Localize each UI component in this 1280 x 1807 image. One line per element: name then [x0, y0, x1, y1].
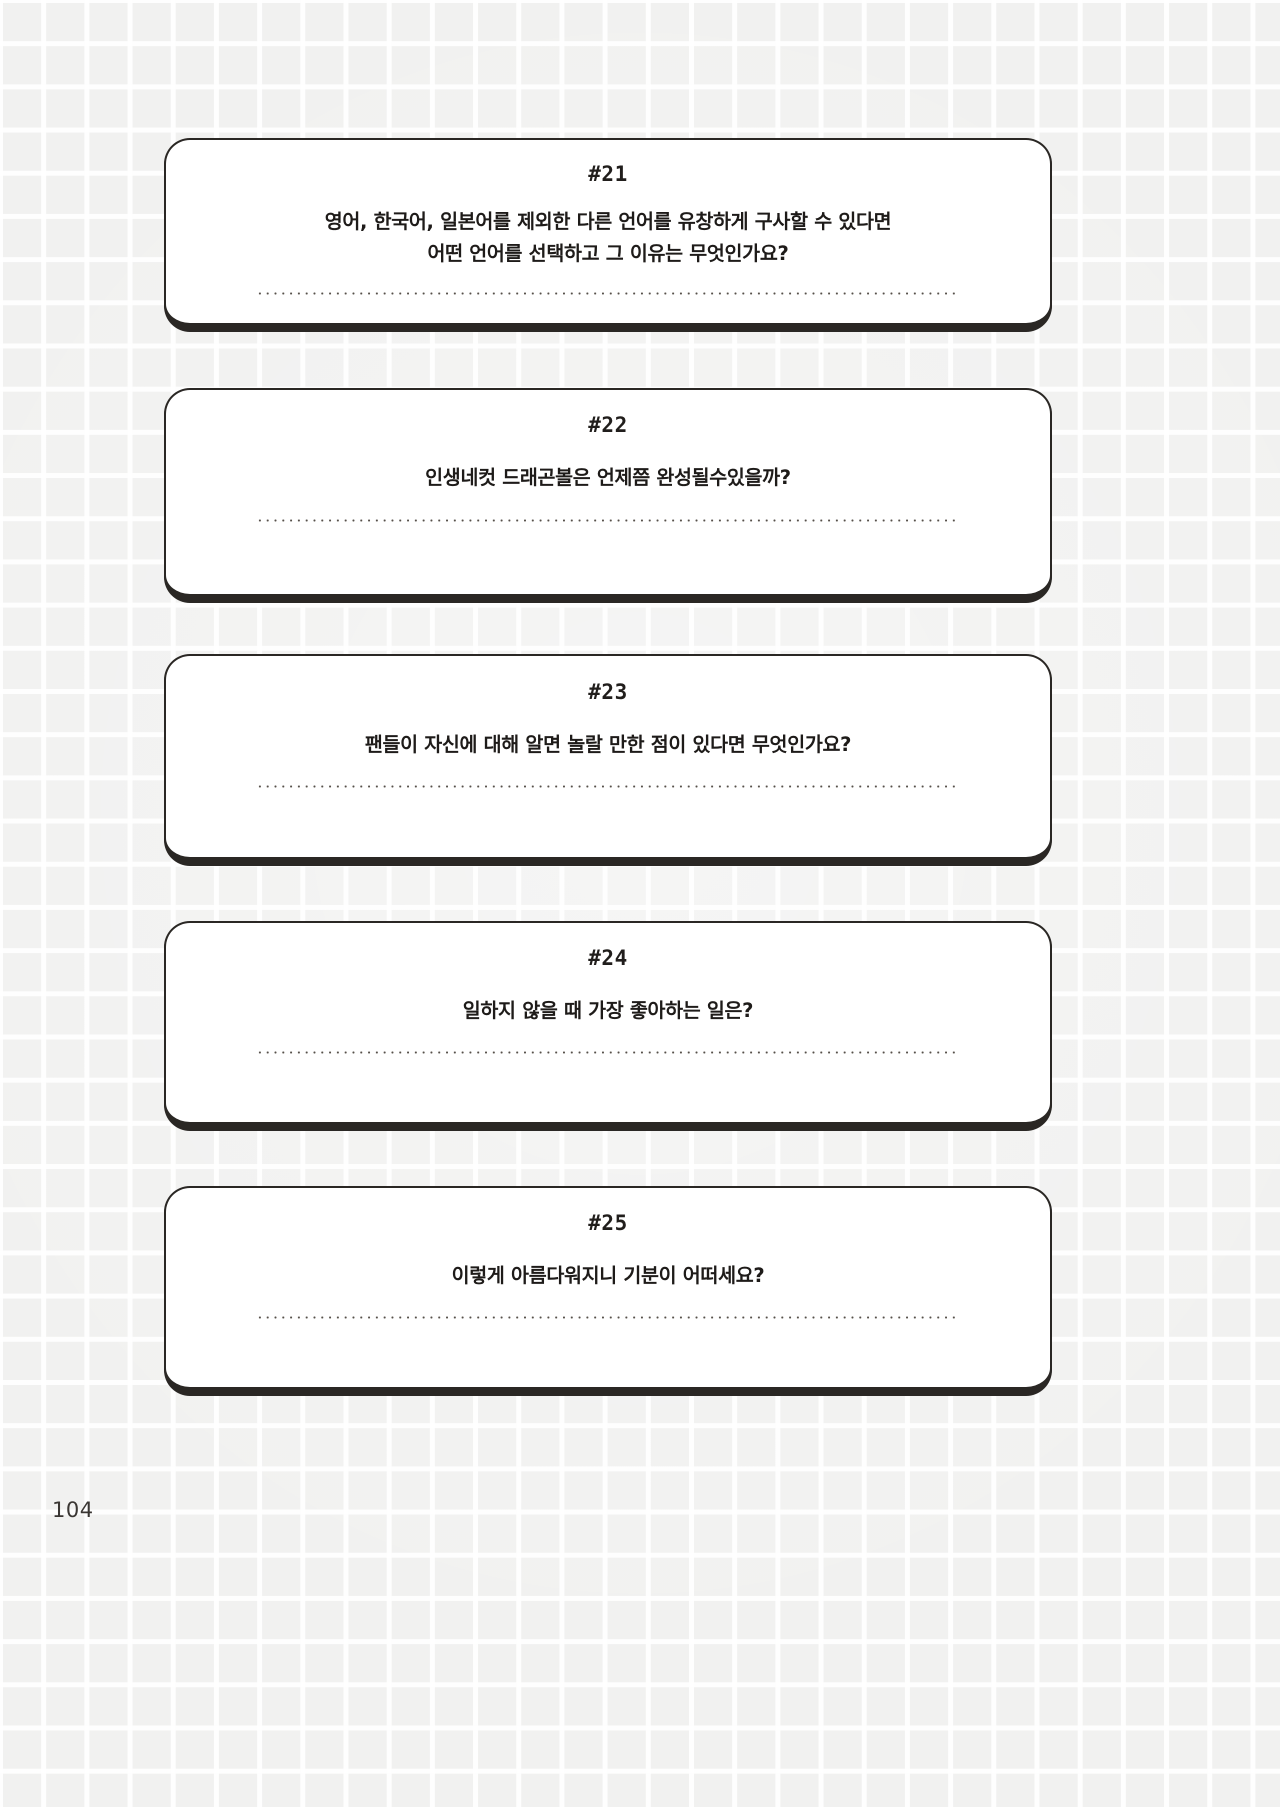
card-question-text: 인생네컷 드래곤볼은 언제쯤 완성될수있을까? — [425, 466, 791, 489]
question-card-23[interactable]: #23 팬들이 자신에 대해 알면 놀랄 만한 점이 있다면 무엇인가요? — [164, 654, 1052, 864]
card-number-label: #21 — [588, 162, 628, 186]
card-question-text: 일하지 않을 때 가장 좋아하는 일은? — [462, 999, 754, 1022]
card-number-label: #24 — [588, 946, 628, 970]
answer-line[interactable] — [256, 784, 960, 788]
card-question-text: 팬들이 자신에 대해 알면 놀랄 만한 점이 있다면 무엇인가요? — [364, 733, 852, 756]
answer-line[interactable] — [256, 292, 960, 296]
answer-line[interactable] — [256, 1315, 960, 1319]
page-number: 104 — [52, 1498, 94, 1522]
question-card-22[interactable]: #22 인생네컷 드래곤볼은 언제쯤 완성될수있을까? — [164, 388, 1052, 601]
answer-line[interactable] — [256, 1050, 960, 1054]
card-inner: #21 영어, 한국어, 일본어를 제외한 다른 언어를 유창하게 구사할 수 … — [166, 162, 1050, 345]
question-card-24[interactable]: #24 일하지 않을 때 가장 좋아하는 일은? — [164, 921, 1052, 1129]
card-question-text: 이렇게 아름다워지니 기분이 어떠세요? — [451, 1264, 765, 1287]
card-inner: #25 이렇게 아름다워지니 기분이 어떠세요? — [166, 1211, 1050, 1410]
question-card-25[interactable]: #25 이렇게 아름다워지니 기분이 어떠세요? — [164, 1186, 1052, 1394]
card-question-text: 영어, 한국어, 일본어를 제외한 다른 언어를 유창하게 구사할 수 있다면 … — [324, 210, 892, 265]
card-number-label: #22 — [588, 413, 628, 437]
card-inner: #24 일하지 않을 때 가장 좋아하는 일은? — [166, 946, 1050, 1145]
card-inner: #23 팬들이 자신에 대해 알면 놀랄 만한 점이 있다면 무엇인가요? — [166, 680, 1050, 881]
answer-line[interactable] — [256, 518, 960, 522]
question-card-21[interactable]: #21 영어, 한국어, 일본어를 제외한 다른 언어를 유창하게 구사할 수 … — [164, 138, 1052, 330]
card-number-label: #23 — [588, 680, 628, 704]
card-number-label: #25 — [588, 1211, 628, 1235]
card-inner: #22 인생네컷 드래곤볼은 언제쯤 완성될수있을까? — [166, 413, 1050, 617]
